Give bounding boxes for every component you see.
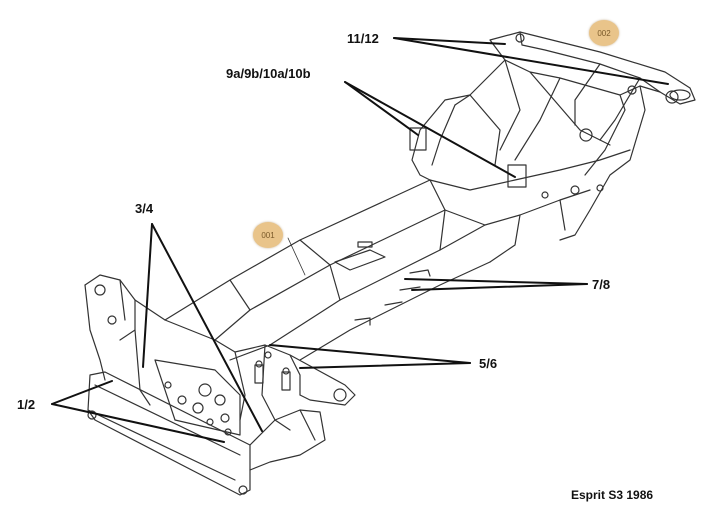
rear-frame bbox=[409, 31, 696, 263]
front-frame bbox=[84, 274, 356, 496]
callout-11-12: 11/12 bbox=[347, 31, 379, 46]
badge-001: 001 bbox=[253, 222, 283, 248]
callout-5-6: 5/6 bbox=[479, 356, 498, 371]
diagram-caption: Esprit S3 1986 bbox=[571, 488, 654, 502]
callout-9-10: 9a/9b/10a/10b bbox=[226, 66, 311, 81]
callout-3-4: 3/4 bbox=[135, 201, 154, 216]
leader-lines bbox=[51, 37, 669, 443]
callout-1-2: 1/2 bbox=[17, 397, 36, 412]
badge-002: 002 bbox=[589, 20, 619, 46]
backbone bbox=[164, 179, 491, 361]
callout-7-8: 7/8 bbox=[592, 277, 611, 292]
